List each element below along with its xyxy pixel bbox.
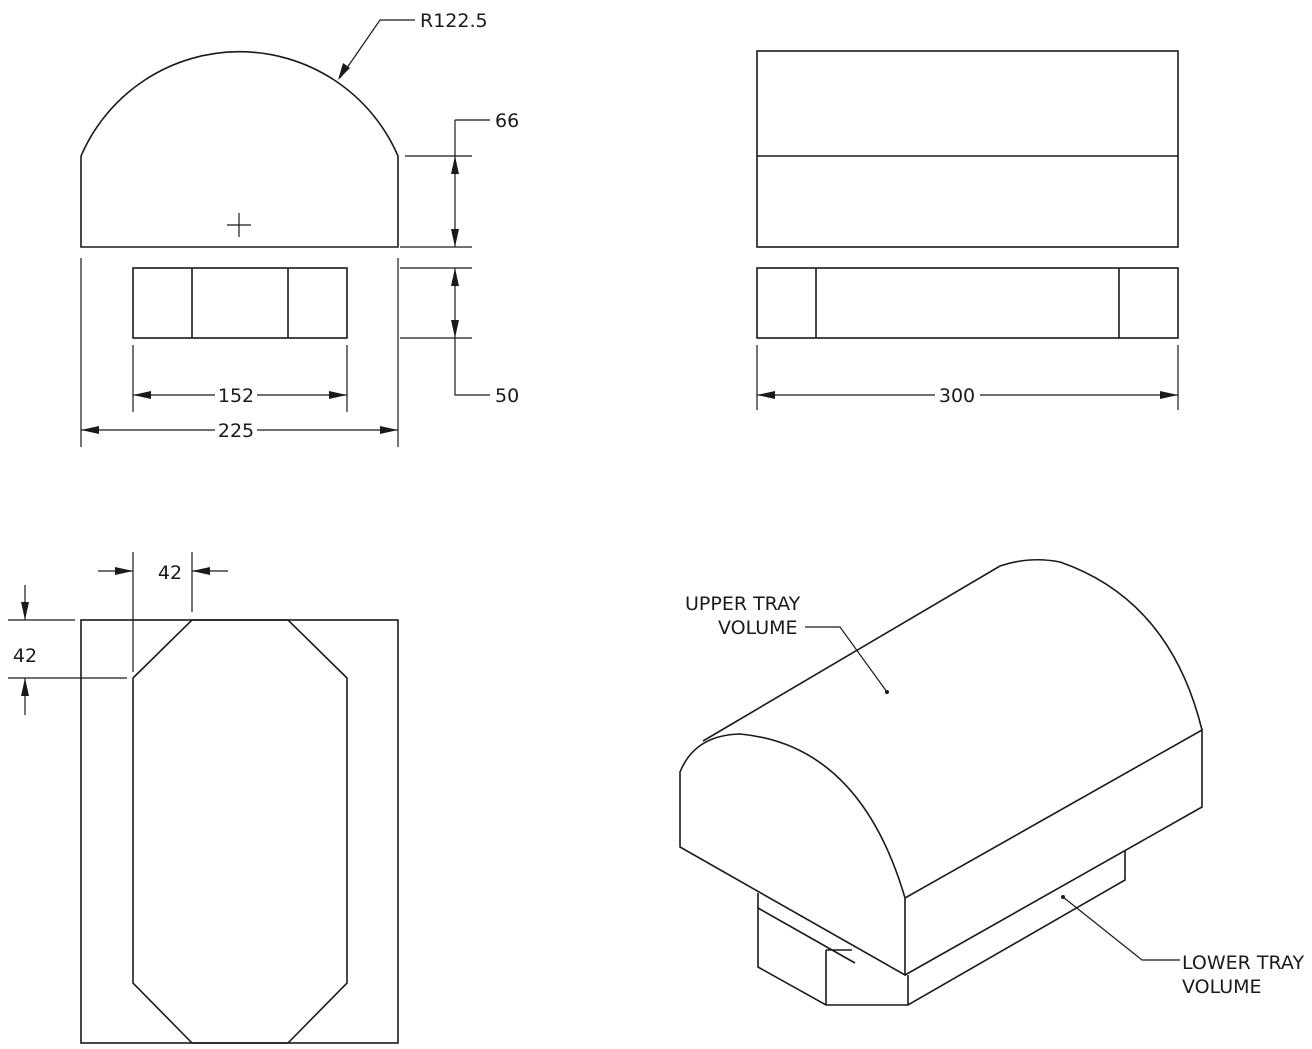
center-mark — [227, 213, 251, 237]
upper-tray-label-2: VOLUME — [718, 617, 798, 639]
lower-tray — [132, 267, 348, 339]
dim-50: 50 — [495, 385, 519, 407]
front-view: 152 225 66 50 R122.5 — [80, 10, 519, 447]
lower-tray-label-2: VOLUME — [1182, 976, 1262, 998]
dim-chamfer-x: 42 — [158, 562, 182, 584]
dim-66: 66 — [495, 110, 519, 132]
dim-chamfer-y: 42 — [13, 645, 37, 667]
top-view: 42 42 — [8, 552, 399, 1044]
upper-arc — [80, 51, 399, 157]
isometric-view: UPPER TRAY VOLUME LOWER TRAY VOLUME — [679, 558, 1304, 1006]
dim-225: 225 — [218, 420, 254, 442]
upper-tray-label-1: UPPER TRAY — [685, 593, 801, 615]
side-view: 300 — [756, 50, 1179, 410]
dim-152: 152 — [218, 385, 254, 407]
lower-tray-label-1: LOWER TRAY — [1182, 952, 1304, 974]
upper-body — [80, 156, 399, 248]
dim-300: 300 — [939, 385, 975, 407]
dim-radius: R122.5 — [420, 10, 488, 32]
